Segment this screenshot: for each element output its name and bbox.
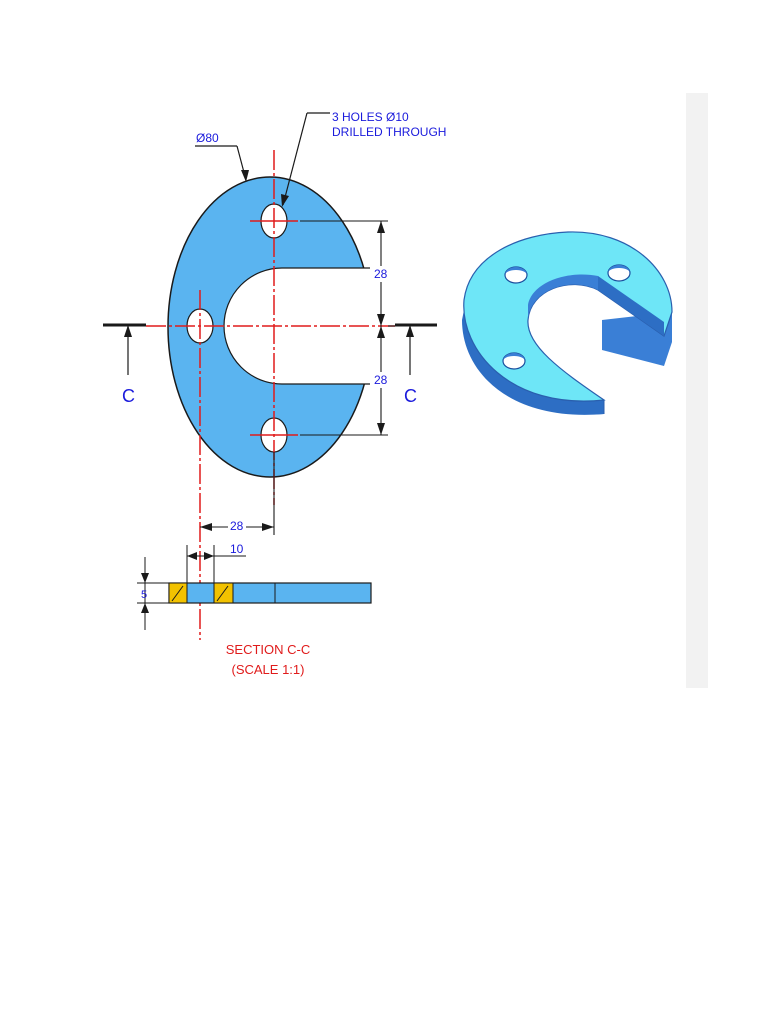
diameter-leader <box>195 145 249 182</box>
small-dimension-arrows <box>187 552 214 560</box>
thickness-arrows <box>141 573 149 613</box>
iso-hole-walls <box>503 265 630 361</box>
dim-thickness-label: 5 <box>141 589 147 601</box>
section-scale: (SCALE 1:1) <box>232 662 305 677</box>
vertical-dimension-arrows <box>377 221 385 435</box>
dim-label-bg-lower <box>372 372 390 388</box>
holes-note-line2: DRILLED THROUGH <box>332 125 446 139</box>
dim-upper-label: 28 <box>374 267 388 281</box>
horizontal-dimension-arrows <box>200 523 274 531</box>
section-view: 10 5 SECTION C-C (SCALE 1:1) <box>137 542 372 677</box>
section-label-left: C <box>122 386 135 406</box>
part-outline <box>167 176 373 478</box>
holes-note-line1: 3 HOLES Ø10 <box>332 110 409 124</box>
centerlines <box>146 150 395 640</box>
dim-horizontal-label: 28 <box>230 519 244 533</box>
thickness-dimension <box>137 557 169 630</box>
dim-label-bg-horizontal <box>228 518 246 532</box>
front-view: C C Ø80 3 HOLES Ø10 DRILLED THROUGH <box>103 110 446 640</box>
slot-edge <box>223 267 370 385</box>
section-title: SECTION C-C <box>226 642 311 657</box>
cutting-plane <box>103 323 437 375</box>
dim-lower-label: 28 <box>374 373 388 387</box>
dim-label-bg-upper <box>372 266 390 282</box>
section-label-right: C <box>404 386 417 406</box>
hatch-right <box>213 582 234 604</box>
dim-small-label: 10 <box>230 542 244 556</box>
holes-leader <box>281 112 330 207</box>
diameter-label: Ø80 <box>196 131 219 145</box>
section-body <box>168 582 372 604</box>
iso-slot-wall <box>528 274 598 320</box>
isometric-view <box>462 231 673 415</box>
scrollbar-track[interactable] <box>686 93 708 688</box>
